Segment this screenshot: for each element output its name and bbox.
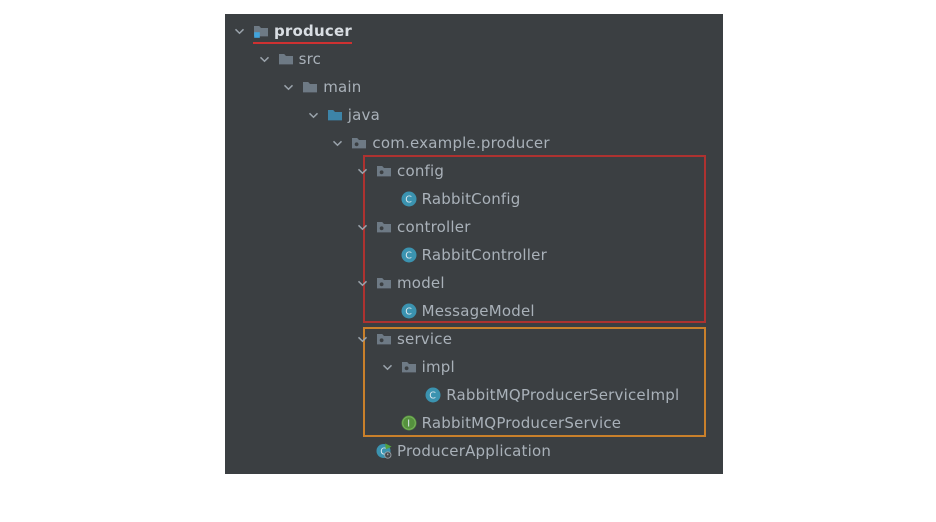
package-folder-icon	[376, 331, 392, 347]
tree-row-com-example-producer[interactable]: com.example.producer	[225, 129, 723, 157]
java-interface-icon: I	[401, 415, 417, 431]
chevron-spacer	[381, 415, 401, 431]
svg-text:C: C	[405, 250, 412, 261]
tree-row-impl[interactable]: impl	[225, 353, 723, 381]
tree-item-content: C RabbitMQProducerServiceImpl	[425, 386, 679, 405]
orange-highlight-box	[363, 327, 706, 437]
chevron-spacer	[381, 191, 401, 207]
red-highlight-box	[363, 155, 706, 323]
tree-row-producerapplication[interactable]: C ProducerApplication	[225, 437, 723, 465]
tree-row-rabbitcontroller[interactable]: C RabbitController	[225, 241, 723, 269]
tree-item-content: controller	[376, 218, 471, 237]
chevron-down-icon[interactable]	[356, 331, 376, 347]
java-class-icon: C	[401, 247, 417, 263]
tree-row-messagemodel[interactable]: C MessageModel	[225, 297, 723, 325]
tree-item-label: producer	[274, 22, 352, 40]
tree-row-service[interactable]: service	[225, 325, 723, 353]
java-class-icon: C	[401, 303, 417, 319]
svg-text:C: C	[429, 390, 436, 401]
tree-row-config[interactable]: config	[225, 157, 723, 185]
chevron-down-icon[interactable]	[331, 135, 351, 151]
chevron-down-icon[interactable]	[233, 23, 253, 39]
chevron-spacer	[381, 247, 401, 263]
package-folder-icon	[376, 219, 392, 235]
tree-item-content: java	[327, 106, 380, 125]
tree-item-label: RabbitMQProducerServiceImpl	[446, 385, 680, 404]
tree-item-label: RabbitController	[421, 245, 547, 264]
package-folder-icon	[351, 135, 367, 151]
svg-text:C: C	[405, 306, 412, 317]
tree-item-content: src	[278, 50, 322, 69]
tree-item-label: main	[323, 77, 362, 96]
tree-item-content: C RabbitConfig	[401, 190, 521, 209]
source-folder-icon	[327, 107, 343, 123]
folder-icon	[302, 79, 318, 95]
tree-item-content: main	[302, 78, 361, 97]
chevron-down-icon[interactable]	[307, 107, 327, 123]
tree-item-content: config	[376, 162, 444, 181]
runnable-class-icon: C	[376, 442, 392, 459]
tree-row-producer[interactable]: producer	[225, 17, 723, 45]
tree-row-controller[interactable]: controller	[225, 213, 723, 241]
tree-item-label: ProducerApplication	[397, 441, 552, 460]
tree-item-content: impl	[401, 358, 455, 377]
svg-text:C: C	[405, 194, 412, 205]
chevron-spacer	[381, 303, 401, 319]
tree-row-main[interactable]: main	[225, 73, 723, 101]
svg-text:I: I	[407, 418, 410, 429]
tree-item-label: controller	[397, 217, 471, 236]
svg-text:C: C	[380, 446, 387, 457]
chevron-down-icon[interactable]	[381, 359, 401, 375]
tree-row-src[interactable]: src	[225, 45, 723, 73]
tree-item-label: RabbitMQProducerService	[421, 413, 622, 432]
tree-item-label: com.example.producer	[372, 133, 550, 152]
chevron-down-icon[interactable]	[258, 51, 278, 67]
folder-icon	[278, 51, 294, 67]
chevron-down-icon[interactable]	[356, 275, 376, 291]
tree-item-content: C RabbitController	[401, 246, 547, 265]
tree-item-label: service	[397, 329, 453, 348]
tree-row-rabbitmqproducerserviceimpl[interactable]: C RabbitMQProducerServiceImpl	[225, 381, 723, 409]
package-folder-icon	[401, 359, 417, 375]
tree-item-content: C ProducerApplication	[376, 442, 551, 461]
tree-item-label: config	[397, 161, 445, 180]
tree-item-label: model	[397, 273, 445, 292]
chevron-spacer	[405, 387, 425, 403]
tree-row-rabbitconfig[interactable]: C RabbitConfig	[225, 185, 723, 213]
chevron-down-icon[interactable]	[282, 79, 302, 95]
package-folder-icon	[376, 163, 392, 179]
tree-row-model[interactable]: model	[225, 269, 723, 297]
chevron-down-icon[interactable]	[356, 163, 376, 179]
tree-item-content: I RabbitMQProducerService	[401, 414, 622, 433]
tree-item-label: MessageModel	[421, 301, 535, 320]
tree-item-content: producer	[253, 22, 352, 44]
project-folder-icon	[253, 23, 269, 39]
package-folder-icon	[376, 275, 392, 291]
tree-item-content: C MessageModel	[401, 302, 535, 321]
tree-item-content: model	[376, 274, 445, 293]
tree-item-label: RabbitConfig	[421, 189, 521, 208]
java-class-icon: C	[425, 387, 441, 403]
tree-item-content: com.example.producer	[351, 133, 550, 153]
chevron-spacer	[356, 443, 376, 459]
tree-row-java[interactable]: java	[225, 101, 723, 129]
chevron-down-icon[interactable]	[356, 219, 376, 235]
tree-row-rabbitmqproducerservice[interactable]: I RabbitMQProducerService	[225, 409, 723, 437]
java-class-icon: C	[401, 191, 417, 207]
tree-item-label: java	[347, 105, 381, 124]
tree-item-label: src	[298, 49, 322, 68]
tree-item-content: service	[376, 330, 452, 349]
tree-item-label: impl	[421, 357, 455, 376]
